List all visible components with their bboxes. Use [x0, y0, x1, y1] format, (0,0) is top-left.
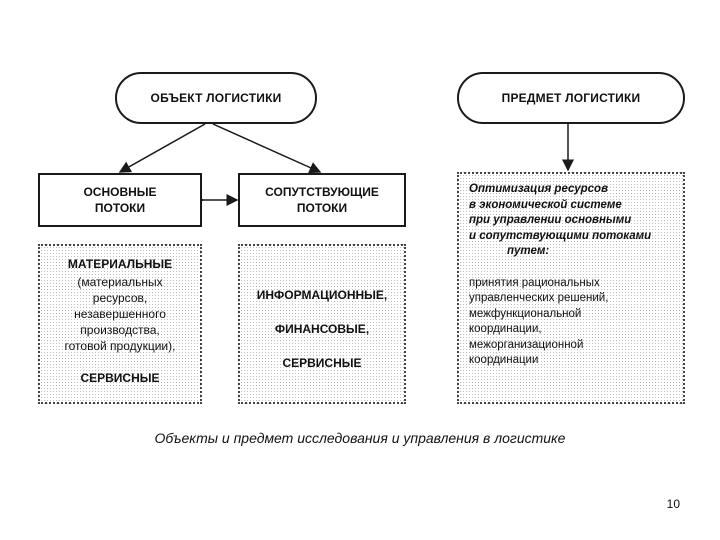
method-line: принятия рациональных: [469, 276, 600, 289]
material-detail-line: незавершенного: [74, 307, 166, 321]
figure-caption: Объекты и предмет исследования и управле…: [154, 430, 566, 446]
material-detail-line: готовой продукции),: [64, 339, 176, 353]
accompanying-flows-line-1: СОПУТСТВУЮЩИЕ: [265, 185, 379, 199]
main-flows-line-1: ОСНОВНЫЕ: [83, 185, 157, 199]
accompanying-item-information: ИНФОРМАЦИОННЫЕ,: [256, 288, 388, 302]
main-flows-line-2: ПОТОКИ: [94, 201, 146, 215]
material-title: МАТЕРИАЛЬНЫЕ: [67, 257, 173, 271]
optimization-line: путем:: [507, 245, 550, 257]
material-footer: СЕРВИСНЫЕ: [80, 371, 160, 385]
accompanying-flows-line-2: ПОТОКИ: [296, 201, 348, 215]
subject-of-logistics-label: ПРЕДМЕТ ЛОГИСТИКИ: [501, 91, 641, 105]
method-line: межорганизационной: [469, 338, 584, 351]
optimization-line: Оптимизация ресурсов: [469, 183, 609, 195]
optimization-italic-block: Оптимизация ресурсов в экономической сис…: [469, 182, 675, 260]
object-of-logistics-pill: ОБЪЕКТ ЛОГИСТИКИ: [115, 72, 317, 124]
method-line: межфункциональной: [469, 307, 582, 320]
method-line: координации,: [469, 323, 542, 335]
optimization-line: при управлении основными: [469, 214, 632, 226]
page-number: 10: [666, 497, 680, 511]
optimization-line: в экономической системе: [469, 198, 622, 211]
arrow-object-to-main-flows: [118, 123, 206, 173]
optimization-box: Оптимизация ресурсов в экономической сис…: [457, 172, 685, 404]
subject-of-logistics-pill: ПРЕДМЕТ ЛОГИСТИКИ: [457, 72, 685, 124]
material-flows-detail-box: МАТЕРИАЛЬНЫЕ (материальных ресурсов, нез…: [38, 244, 202, 404]
accompanying-flows-box: СОПУТСТВУЮЩИЕ ПОТОКИ: [238, 173, 406, 227]
optimization-methods-block: принятия рациональных управленческих реш…: [469, 276, 675, 369]
accompanying-item-service: СЕРВИСНЫЕ: [282, 356, 362, 370]
arrow-object-to-accompanying-flows: [212, 123, 322, 174]
method-line: управленческих решений,: [469, 292, 609, 304]
accompanying-item-financial: ФИНАНСОВЫЕ,: [274, 322, 370, 336]
material-detail: (материальных ресурсов, незавершенного п…: [40, 274, 200, 354]
material-detail-line: (материальных: [77, 275, 163, 289]
main-flows-box: ОСНОВНЫЕ ПОТОКИ: [38, 173, 202, 227]
accompanying-flows-detail-box: ИНФОРМАЦИОННЫЕ, ФИНАНСОВЫЕ, СЕРВИСНЫЕ: [238, 244, 406, 404]
method-line: координации: [469, 354, 539, 366]
object-of-logistics-label: ОБЪЕКТ ЛОГИСТИКИ: [150, 91, 282, 105]
optimization-line: и сопутствующими потоками: [469, 229, 652, 242]
material-detail-line: ресурсов,: [92, 291, 148, 305]
material-detail-line: производства,: [80, 323, 160, 337]
